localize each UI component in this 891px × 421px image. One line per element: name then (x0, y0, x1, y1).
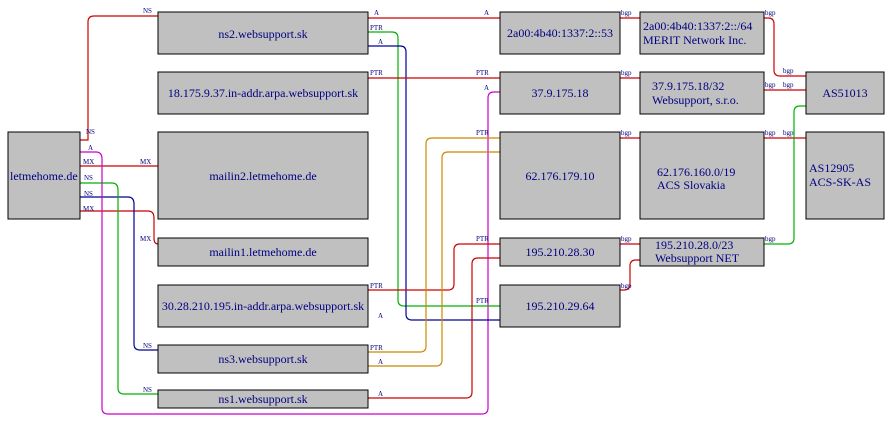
label-ns-letmehome: NS (86, 128, 95, 136)
edge-ns1-ip195-30 (368, 257, 500, 399)
node-pfx6-line1: 2a00:4b40:1337:2::/64 (643, 19, 752, 33)
edge-pfx195-as51013 (764, 105, 806, 245)
node-pfx6[interactable]: 2a00:4b40:1337:2::/64 MERIT Network Inc. (639, 11, 765, 55)
edge-ns2-ip195-64 (368, 31, 500, 307)
edge-letmehome-mailin1 (80, 210, 159, 245)
edge-pfx6-as51013 (764, 17, 806, 77)
node-as51013-label: AS51013 (822, 86, 867, 100)
edge-letmehome-ns1 (80, 182, 158, 395)
node-pfx37-line2: Websupport, s.r.o. (652, 93, 739, 107)
label-ns-ns3: NS (143, 342, 152, 350)
edge-letmehome-ns2 (80, 15, 158, 141)
node-pfx6-line2: MERIT Network Inc. (643, 33, 746, 47)
node-mailin2-label: mailin2.letmehome.de (209, 169, 316, 183)
label-ns-letmehome-2: NS (84, 174, 93, 182)
edge-letmehome-ns3 (80, 196, 158, 351)
edge-ip195-64-pfx195 (620, 259, 640, 291)
node-ip6[interactable]: 2a00:4b40:1337:2::53 (499, 11, 621, 55)
label-bgp-as12905: bgp (783, 129, 794, 137)
label-mx-mailin2: MX (140, 158, 151, 166)
edge-letmehome-ip37 (80, 91, 500, 415)
edge-ptr3028-ip195-30 (368, 243, 500, 291)
label-ptr-ns2: PTR (370, 24, 383, 32)
node-ip62[interactable]: 62.176.179.10 (499, 131, 621, 220)
node-mailin1[interactable]: mailin1.letmehome.de (157, 237, 369, 267)
label-a-ns3: A (378, 358, 383, 366)
label-a-ns2-2: A (378, 38, 383, 46)
node-pfx195-line1: 195.210.28.0/23 (655, 238, 733, 252)
label-bgp-ip62: bgp (621, 129, 632, 137)
label-ptr-ip195-30: PTR (476, 235, 489, 243)
label-mx-letmehome-2: MX (83, 205, 94, 213)
label-a-ip37: A (484, 84, 489, 92)
node-as12905-line2: ACS-SK-AS (809, 175, 871, 189)
node-ns2[interactable]: ns2.websupport.sk (157, 11, 369, 55)
node-ip195-30[interactable]: 195.210.28.30 (499, 237, 621, 267)
node-ip37-label: 37.9.175.18 (532, 86, 589, 100)
node-as12905[interactable]: AS12905 ACS-SK-AS (805, 131, 885, 220)
node-ptr1875[interactable]: 18.175.9.37.in-addr.arpa.websupport.sk (157, 71, 369, 115)
edge-labels: NS NS A MX MX NS NS MX MX NS NS A A PTR … (83, 7, 794, 398)
node-pfx62-line2: ACS Slovakia (657, 178, 726, 192)
node-ns3-label: ns3.websupport.sk (218, 352, 307, 366)
edge-ns2-ip195-64-a (368, 45, 500, 321)
node-ns3[interactable]: ns3.websupport.sk (157, 344, 369, 374)
node-pfx37-line1: 37.9.175.18/32 (652, 79, 724, 93)
label-ptr-ns3: PTR (370, 344, 383, 352)
label-bgp-as51013-b: bgp (783, 81, 794, 89)
node-pfx37[interactable]: 37.9.175.18/32 Websupport, s.r.o. (639, 71, 765, 115)
node-ip195-64[interactable]: 195.210.29.64 (499, 284, 621, 328)
label-bgp-pfx37: bgp (765, 81, 776, 89)
label-ns-letmehome-3: NS (84, 190, 93, 198)
node-ip195-64-label: 195.210.29.64 (526, 299, 595, 313)
label-bgp-ip195-30: bgp (621, 235, 632, 243)
label-bgp-ip6: bgp (621, 9, 632, 17)
node-mailin2[interactable]: mailin2.letmehome.de (157, 131, 369, 220)
node-letmehome[interactable]: letmehome.de (7, 131, 81, 220)
label-bgp-ip37: bgp (621, 69, 632, 77)
label-ptr-ip62: PTR (476, 129, 489, 137)
node-ptr3028-label: 30.28.210.195.in-addr.arpa.websupport.sk (162, 299, 364, 313)
edges (80, 15, 806, 415)
label-ptr-ip195-64: PTR (476, 297, 489, 305)
node-ip37[interactable]: 37.9.175.18 (499, 71, 621, 115)
node-mailin1-label: mailin1.letmehome.de (209, 245, 316, 259)
node-ns1-label: ns1.websupport.sk (218, 392, 307, 406)
node-letmehome-label: letmehome.de (10, 169, 78, 183)
node-pfx195-line2: Websupport NET (655, 251, 740, 265)
node-pfx62[interactable]: 62.176.160.0/19 ACS Slovakia (639, 131, 765, 220)
node-pfx62-line1: 62.176.160.0/19 (657, 165, 735, 179)
label-bgp-pfx62: bgp (765, 129, 776, 137)
node-as51013[interactable]: AS51013 (805, 71, 885, 115)
node-ip62-label: 62.176.179.10 (526, 169, 595, 183)
label-bgp-as51013-a: bgp (783, 67, 794, 75)
label-bgp-ip195-64: bgp (621, 282, 632, 290)
node-ns2-label: ns2.websupport.sk (218, 27, 307, 41)
label-a-ip6: A (484, 9, 489, 17)
node-ptr3028[interactable]: 30.28.210.195.in-addr.arpa.websupport.sk (157, 284, 369, 328)
label-ns-ns2: NS (143, 7, 152, 15)
label-a-ns1: A (378, 390, 383, 398)
node-ip6-label: 2a00:4b40:1337:2::53 (507, 26, 613, 40)
label-ptr-ptr1875: PTR (370, 69, 383, 77)
label-ptr-ip37: PTR (476, 69, 489, 77)
label-a-ns2: A (374, 9, 379, 17)
label-ns-ns1: NS (143, 386, 152, 394)
label-bgp-pfx195: bgp (765, 235, 776, 243)
label-mx-letmehome: MX (83, 158, 94, 166)
label-bgp-pfx6: bgp (765, 9, 776, 17)
label-ptr-ptr3028: PTR (370, 282, 383, 290)
node-as12905-line1: AS12905 (809, 161, 854, 175)
edge-ns3-ip62-a (368, 151, 500, 367)
label-a-letmehome: A (88, 144, 93, 152)
label-a-ip195-64: A (378, 312, 383, 320)
node-ip195-30-label: 195.210.28.30 (526, 245, 595, 259)
label-mx-mailin1: MX (140, 235, 151, 243)
edge-ns3-ip62-ptr (368, 137, 500, 353)
node-ptr1875-label: 18.175.9.37.in-addr.arpa.websupport.sk (168, 86, 358, 100)
node-ns1[interactable]: ns1.websupport.sk (157, 389, 369, 409)
node-pfx195[interactable]: 195.210.28.0/23 Websupport NET (639, 237, 765, 267)
